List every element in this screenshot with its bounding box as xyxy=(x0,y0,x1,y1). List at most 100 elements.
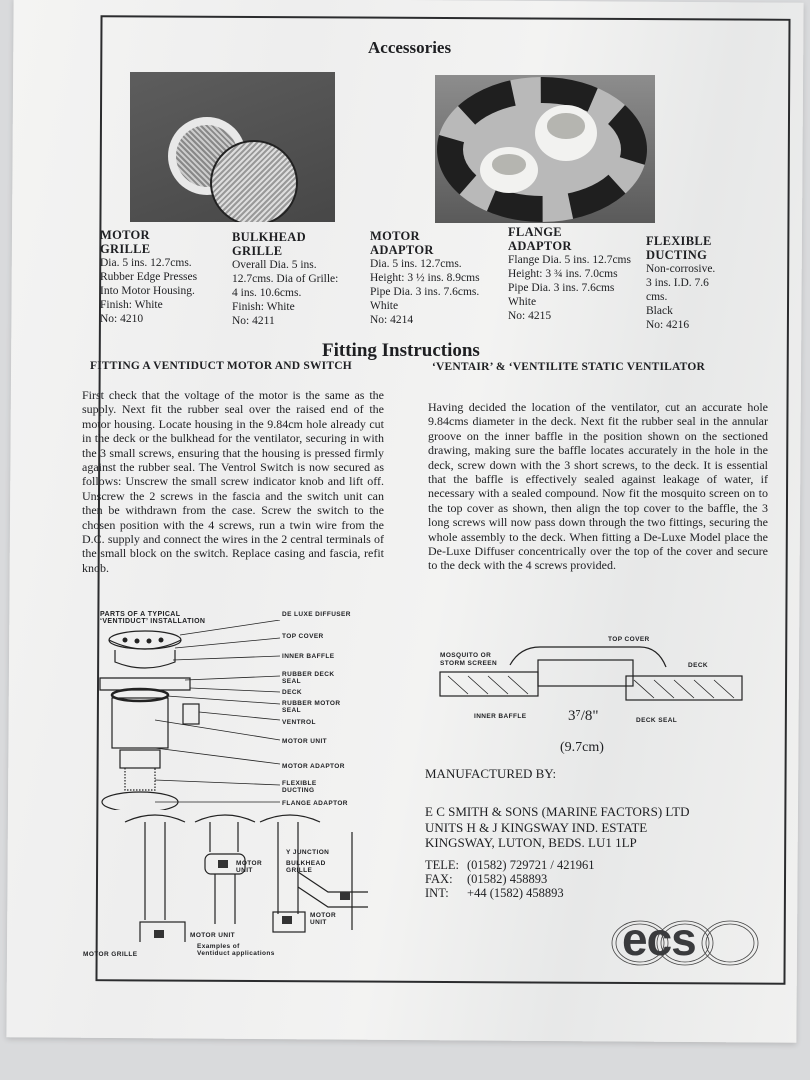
label-motor-grille: MOTOR GRILLE xyxy=(83,951,138,958)
spec-line: Finish: White xyxy=(100,299,163,311)
part-number: No: 4215 xyxy=(508,310,552,322)
spec-line: 4 ins. 10.6cms. xyxy=(232,287,302,299)
contact-label: INT: xyxy=(425,886,449,900)
dimension-metric: (9.7cm) xyxy=(560,740,604,755)
accessory-name: FLEXIBLE xyxy=(646,234,712,248)
spec-line: Height: 3 ¾ ins. 7.0cms xyxy=(508,268,618,280)
caption-line: Ventiduct applications xyxy=(197,950,275,957)
manufacturer-address: E C SMITH & SONS (MARINE FACTORS) LTD UN… xyxy=(425,804,690,851)
label-ventrol: VENTROL xyxy=(282,719,316,726)
spec-line: Flange Dia. 5 ins. 12.7cms xyxy=(508,254,631,266)
accessory-name: GRILLE xyxy=(232,244,283,258)
contact-row: TELE: (01582) 729721 / 421961 xyxy=(425,858,602,872)
contact-label: TELE: xyxy=(425,858,460,872)
motor-switch-heading: FITTING A VENTIDUCT MOTOR AND SWITCH xyxy=(90,360,352,372)
accessory-name: BULKHEAD xyxy=(232,230,306,244)
contact-label: FAX: xyxy=(425,872,453,886)
spec-line: cms. xyxy=(646,291,668,303)
adaptor-photo xyxy=(435,75,655,223)
ventiduct-exploded-diagram xyxy=(99,620,281,810)
spec-line: Black xyxy=(646,305,673,317)
label-motor-unit-3: MOTOR UNIT xyxy=(310,912,337,926)
spec-line: White xyxy=(370,300,399,312)
spec-line: Into Motor Housing. xyxy=(100,285,195,297)
dimension-imperial: 3⁷/8" xyxy=(568,708,599,724)
contact-row: INT: +44 (1582) 458893 xyxy=(425,886,602,900)
part-number: No: 4211 xyxy=(232,315,275,327)
label-inner-baffle: INNER BAFFLE xyxy=(282,653,335,660)
fax-number: (01582) 458893 xyxy=(467,872,548,886)
spec-line: Overall Dia. 5 ins. xyxy=(232,259,317,271)
label-top-cover: TOP COVER xyxy=(282,633,324,640)
contact-row: FAX: (01582) 458893 xyxy=(425,872,602,886)
parts-diagram-title: PARTS OF A TYPICAL ‘VENTIDUCT’ INSTALLAT… xyxy=(100,611,205,625)
accessory-name: MOTOR xyxy=(100,228,150,242)
spec-line: Rubber Edge Presses xyxy=(100,271,198,283)
accessory-name: DUCTING xyxy=(646,248,708,262)
label-flexible-ducting: FLEXIBLE DUCTING xyxy=(282,780,317,794)
accessory-name: GRILLE xyxy=(100,242,151,256)
label-inner-baffle-section: INNER BAFFLE xyxy=(474,713,527,720)
caption-line: Examples of xyxy=(197,943,240,950)
label-motor-unit-1: MOTOR UNIT xyxy=(190,932,236,939)
label-deck: DECK xyxy=(282,689,303,696)
address-line: E C SMITH & SONS (MARINE FACTORS) LTD xyxy=(425,804,690,819)
accessories-title: Accessories xyxy=(368,38,452,57)
label-section-top-cover: TOP COVER xyxy=(608,636,650,643)
motor-adaptor-image xyxy=(535,105,597,161)
accessory-bulkhead-grille: BULKHEAD GRILLE Overall Dia. 5 ins. 12.7… xyxy=(232,230,338,328)
spec-line: 3 ins. I.D. 7.6 xyxy=(646,277,709,289)
telephone-number: (01582) 729721 / 421961 xyxy=(467,858,595,872)
label-motor-unit-2: MOTOR UNIT xyxy=(236,860,263,874)
logo-rings-icon xyxy=(611,920,759,966)
static-ventilator-heading: ‘VENTAIR’ & ‘VENTILITE STATIC VENTILATOR xyxy=(432,361,705,373)
ecs-logo: ecs xyxy=(610,913,760,968)
accessory-motor-grille: MOTOR GRILLE Dia. 5 ins. 12.7cms. Rubber… xyxy=(100,228,197,326)
label-motor-adaptor: MOTOR ADAPTOR xyxy=(282,763,345,770)
label-section-deck: DECK xyxy=(688,662,709,669)
accessory-name: ADAPTOR xyxy=(370,243,434,257)
part-number: No: 4210 xyxy=(100,313,144,325)
part-number: No: 4214 xyxy=(370,314,414,326)
spec-line: Finish: White xyxy=(232,301,295,313)
contact-table: TELE: (01582) 729721 / 421961 FAX: (01582)… xyxy=(425,858,602,900)
accessory-flexible-ducting: FLEXIBLE DUCTING Non-corrosive. 3 ins. I… xyxy=(646,234,715,332)
diagram-title-line: PARTS OF A TYPICAL xyxy=(100,611,181,618)
logo-text: ecs xyxy=(622,913,697,965)
manufactured-by-heading: MANUFACTURED BY: xyxy=(425,766,557,781)
accessory-flange-adaptor: FLANGE ADAPTOR Flange Dia. 5 ins. 12.7cm… xyxy=(508,225,631,323)
spec-line: White xyxy=(508,296,537,308)
accessory-name: FLANGE xyxy=(508,225,562,239)
motor-switch-instructions: First check that the voltage of the moto… xyxy=(82,388,384,575)
label-deck-seal: DECK SEAL xyxy=(636,717,678,724)
spec-line: 12.7cms. Dia of Grille: xyxy=(232,273,339,285)
static-ventilator-instructions: Having decided the location of the venti… xyxy=(428,400,768,573)
applications-caption: Examples of Ventiduct applications xyxy=(197,943,275,957)
ventilator-section-diagram xyxy=(439,646,743,701)
label-storm-screen: STORM SCREEN xyxy=(440,660,498,667)
label-rubber-deck-seal: RUBBER DECK SEAL xyxy=(282,671,335,685)
ventiduct-applications-diagram xyxy=(124,814,368,942)
spec-line: Pipe Dia. 3 ins. 7.6cms xyxy=(508,282,615,294)
spec-line: Height: 3 ½ ins. 8.9cms xyxy=(370,272,480,284)
label-de-luxe-diffuser: DE LUXE DIFFUSER xyxy=(282,611,351,618)
label-y-junction: Y JUNCTION xyxy=(286,849,330,856)
diagram-title-line: ‘VENTIDUCT’ INSTALLATION xyxy=(100,618,206,625)
spec-line: Pipe Dia. 3 ins. 7.6cms. xyxy=(370,286,480,298)
address-line: UNITS H & J KINGSWAY IND. ESTATE xyxy=(425,819,648,835)
motor-grille-image xyxy=(210,140,298,222)
label-rubber-motor-seal: RUBBER MOTOR SEAL xyxy=(282,700,341,714)
accessory-name: ADAPTOR xyxy=(508,239,572,253)
label-motor-unit: MOTOR UNIT xyxy=(282,738,328,745)
spec-line: Dia. 5 ins. 12.7cms. xyxy=(100,257,192,269)
international-number: +44 (1582) 458893 xyxy=(467,886,564,900)
spec-line: Dia. 5 ins. 12.7cms. xyxy=(370,258,462,270)
flange-adaptor-image xyxy=(480,147,538,193)
label-mosquito: MOSQUITO OR xyxy=(440,652,492,659)
accessory-motor-adaptor: MOTOR ADAPTOR Dia. 5 ins. 12.7cms. Heigh… xyxy=(370,229,480,327)
accessory-name: MOTOR xyxy=(370,229,420,243)
fitting-instructions-title: Fitting Instructions xyxy=(322,340,480,361)
label-bulkhead-grille: BULKHEAD GRILLE xyxy=(286,860,326,874)
label-flange-adaptor: FLANGE ADAPTOR xyxy=(282,800,348,807)
part-number: No: 4216 xyxy=(646,319,690,331)
